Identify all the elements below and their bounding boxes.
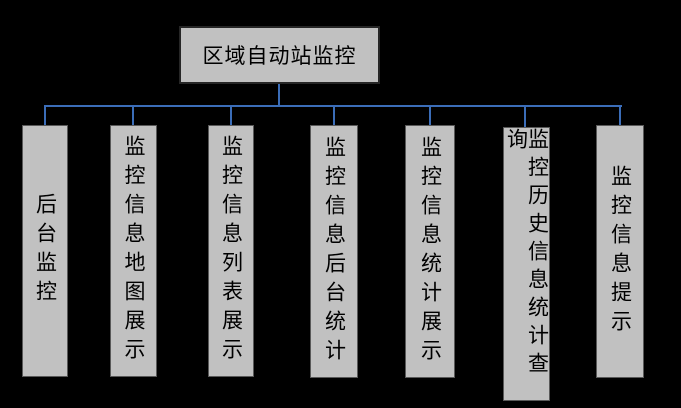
node-monitor-history-stats-query: 监控历史信息统计查询	[503, 127, 550, 401]
node-monitor-info-alert: 监控信息提示	[596, 125, 644, 378]
node-label: 监控信息统计展示	[418, 135, 443, 368]
node-monitor-info-map-display: 监控信息地图展示	[110, 125, 157, 377]
node-label: 后台监控	[33, 193, 58, 309]
node-monitor-info-stats-display: 监控信息统计展示	[405, 125, 455, 378]
node-backend-monitor: 后台监控	[22, 125, 68, 377]
node-label: 监控历史信息统计查询	[504, 128, 550, 380]
connector-drop-7	[619, 105, 621, 125]
node-label: 监控信息提示	[608, 164, 633, 339]
node-monitor-info-list-display: 监控信息列表展示	[208, 125, 254, 377]
node-label: 监控信息地图展示	[122, 135, 146, 367]
connector-root-stem	[278, 84, 280, 105]
connector-drop-4	[333, 105, 335, 125]
node-label: 监控信息列表展示	[219, 135, 244, 367]
node-monitor-info-backend-stats: 监控信息后台统计	[310, 125, 358, 378]
connector-drop-2	[132, 105, 134, 125]
connector-drop-1	[44, 105, 46, 125]
node-label: 监控信息后台统计	[322, 135, 347, 368]
root-node-label: 区域自动站监控	[202, 44, 357, 68]
connector-drop-3	[230, 105, 232, 125]
root-node-region-auto-station-monitor: 区域自动站监控	[179, 26, 380, 84]
connector-drop-5	[429, 105, 431, 125]
connector-drop-6	[524, 105, 526, 127]
